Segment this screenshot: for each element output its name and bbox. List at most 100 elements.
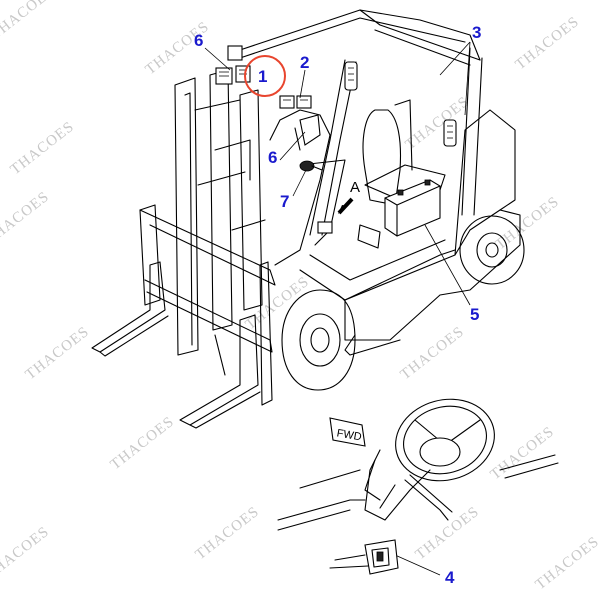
carriage-top-bar	[139, 209, 276, 286]
seat-back	[362, 109, 401, 206]
watermark: THACOES	[243, 274, 313, 334]
dash-rail-right-2	[504, 462, 559, 479]
callout-layer: 1 2 3 4 5 6 6 7 A	[194, 23, 481, 587]
carriage-left	[139, 204, 161, 306]
rear-work-lamp-right	[443, 119, 457, 147]
components	[215, 45, 457, 249]
watermark: THACOES	[533, 534, 600, 594]
forklift-body	[239, 9, 525, 391]
rear-post-right	[473, 57, 483, 216]
view-a-arrow	[337, 197, 354, 215]
dashboard-cowl	[269, 109, 331, 266]
watermark: THACOES	[108, 414, 178, 474]
callout-5[interactable]: 5	[470, 305, 479, 324]
watermark: THACOES	[398, 324, 468, 384]
leader-2	[299, 69, 306, 99]
steering-wheel	[395, 398, 495, 482]
callout-7[interactable]: 7	[280, 192, 289, 211]
battery-bracket	[357, 224, 381, 249]
rear-combination-light-b	[296, 95, 312, 109]
headlight-lens-lines	[219, 69, 247, 77]
battery-edges	[384, 185, 441, 237]
stalk-lever-edge	[409, 474, 453, 513]
horn-stem	[311, 165, 323, 171]
front-wheel	[281, 289, 356, 391]
mast-crossbar-low	[231, 219, 266, 231]
watermark: THACOES	[0, 189, 52, 249]
overhead-guard-front	[239, 17, 466, 59]
leader-3b	[464, 41, 471, 116]
overhead-guard-side	[359, 9, 481, 61]
highlight-circle	[244, 55, 286, 97]
counterweight	[344, 209, 521, 341]
watermark: THACOES	[513, 14, 583, 74]
lift-cylinder-bracket	[214, 139, 251, 181]
front-wheel-center	[310, 327, 330, 353]
fork-heel	[214, 334, 226, 376]
rear-body-panel	[454, 109, 516, 256]
lamp-stalk	[294, 127, 301, 151]
leader-6-low	[279, 131, 306, 161]
floor-rail-top	[277, 499, 366, 521]
mast-crossbar-top	[194, 99, 241, 111]
rear-wheel-hub	[476, 232, 508, 268]
rear-lamp-lines-left	[348, 67, 354, 81]
leader-5	[424, 224, 471, 306]
watermark: THACOES	[493, 194, 563, 254]
view-a-label: A	[350, 179, 360, 196]
steering-detail-view: FWD	[277, 398, 559, 575]
deck-edge	[299, 249, 456, 301]
watermark: THACOES	[413, 504, 483, 564]
callout-6-low[interactable]: 6	[268, 148, 277, 167]
mast-rail-outer-left	[174, 77, 199, 356]
callout-2[interactable]: 2	[300, 53, 309, 72]
fork-left-edge	[99, 315, 169, 357]
column-cover	[364, 459, 381, 501]
steering-wheel-inner	[402, 405, 488, 475]
rear-lamp-lines-right	[447, 125, 453, 139]
battery-terminal-b	[424, 179, 431, 186]
carriage-bottom-bar	[144, 279, 273, 353]
fork-left	[91, 261, 166, 353]
battery	[384, 179, 441, 237]
watermark: THACOES	[23, 324, 93, 384]
headlight-upper	[227, 45, 243, 61]
leader-lines	[204, 41, 471, 576]
switch-cable	[334, 554, 366, 561]
callout-3[interactable]: 3	[472, 23, 481, 42]
horn-switch	[299, 160, 315, 172]
rear-wheel-center	[485, 242, 499, 258]
mast	[91, 69, 276, 429]
callout-6-top[interactable]: 6	[194, 31, 203, 50]
rear-wheel	[459, 215, 525, 285]
body-skirt	[344, 334, 401, 356]
leader-6-top	[204, 47, 231, 71]
seat-side	[394, 99, 413, 171]
watermark: THACOES	[193, 504, 263, 564]
fwd-label: FWD	[336, 427, 363, 443]
relay	[317, 221, 333, 234]
front-wheel-hub	[299, 313, 341, 367]
dash-rail-right	[499, 454, 556, 471]
direction-lever	[379, 484, 396, 509]
rear-combination-light-a	[279, 95, 295, 109]
floor-rail-upper	[299, 469, 361, 489]
overhead-guard-top	[239, 9, 481, 61]
watermark: THACOES	[403, 94, 473, 154]
carriage-right	[259, 261, 273, 406]
fwd-plate	[329, 417, 366, 447]
leader-4	[394, 554, 441, 576]
watermark: THACOES	[488, 424, 558, 484]
deck-inner	[309, 239, 446, 281]
stalk-lever	[404, 479, 449, 521]
watermark: THACOES	[0, 524, 52, 584]
mast-rail-outer-left-inner	[184, 92, 193, 346]
fork-right-edge	[189, 391, 261, 429]
mast-rail-inner-left	[209, 69, 233, 331]
switch-cable-2	[329, 565, 369, 569]
switch-toggle	[376, 551, 384, 562]
watermark: THACOES	[8, 119, 78, 179]
callout-1[interactable]: 1	[258, 67, 267, 86]
callout-4[interactable]: 4	[445, 568, 455, 587]
